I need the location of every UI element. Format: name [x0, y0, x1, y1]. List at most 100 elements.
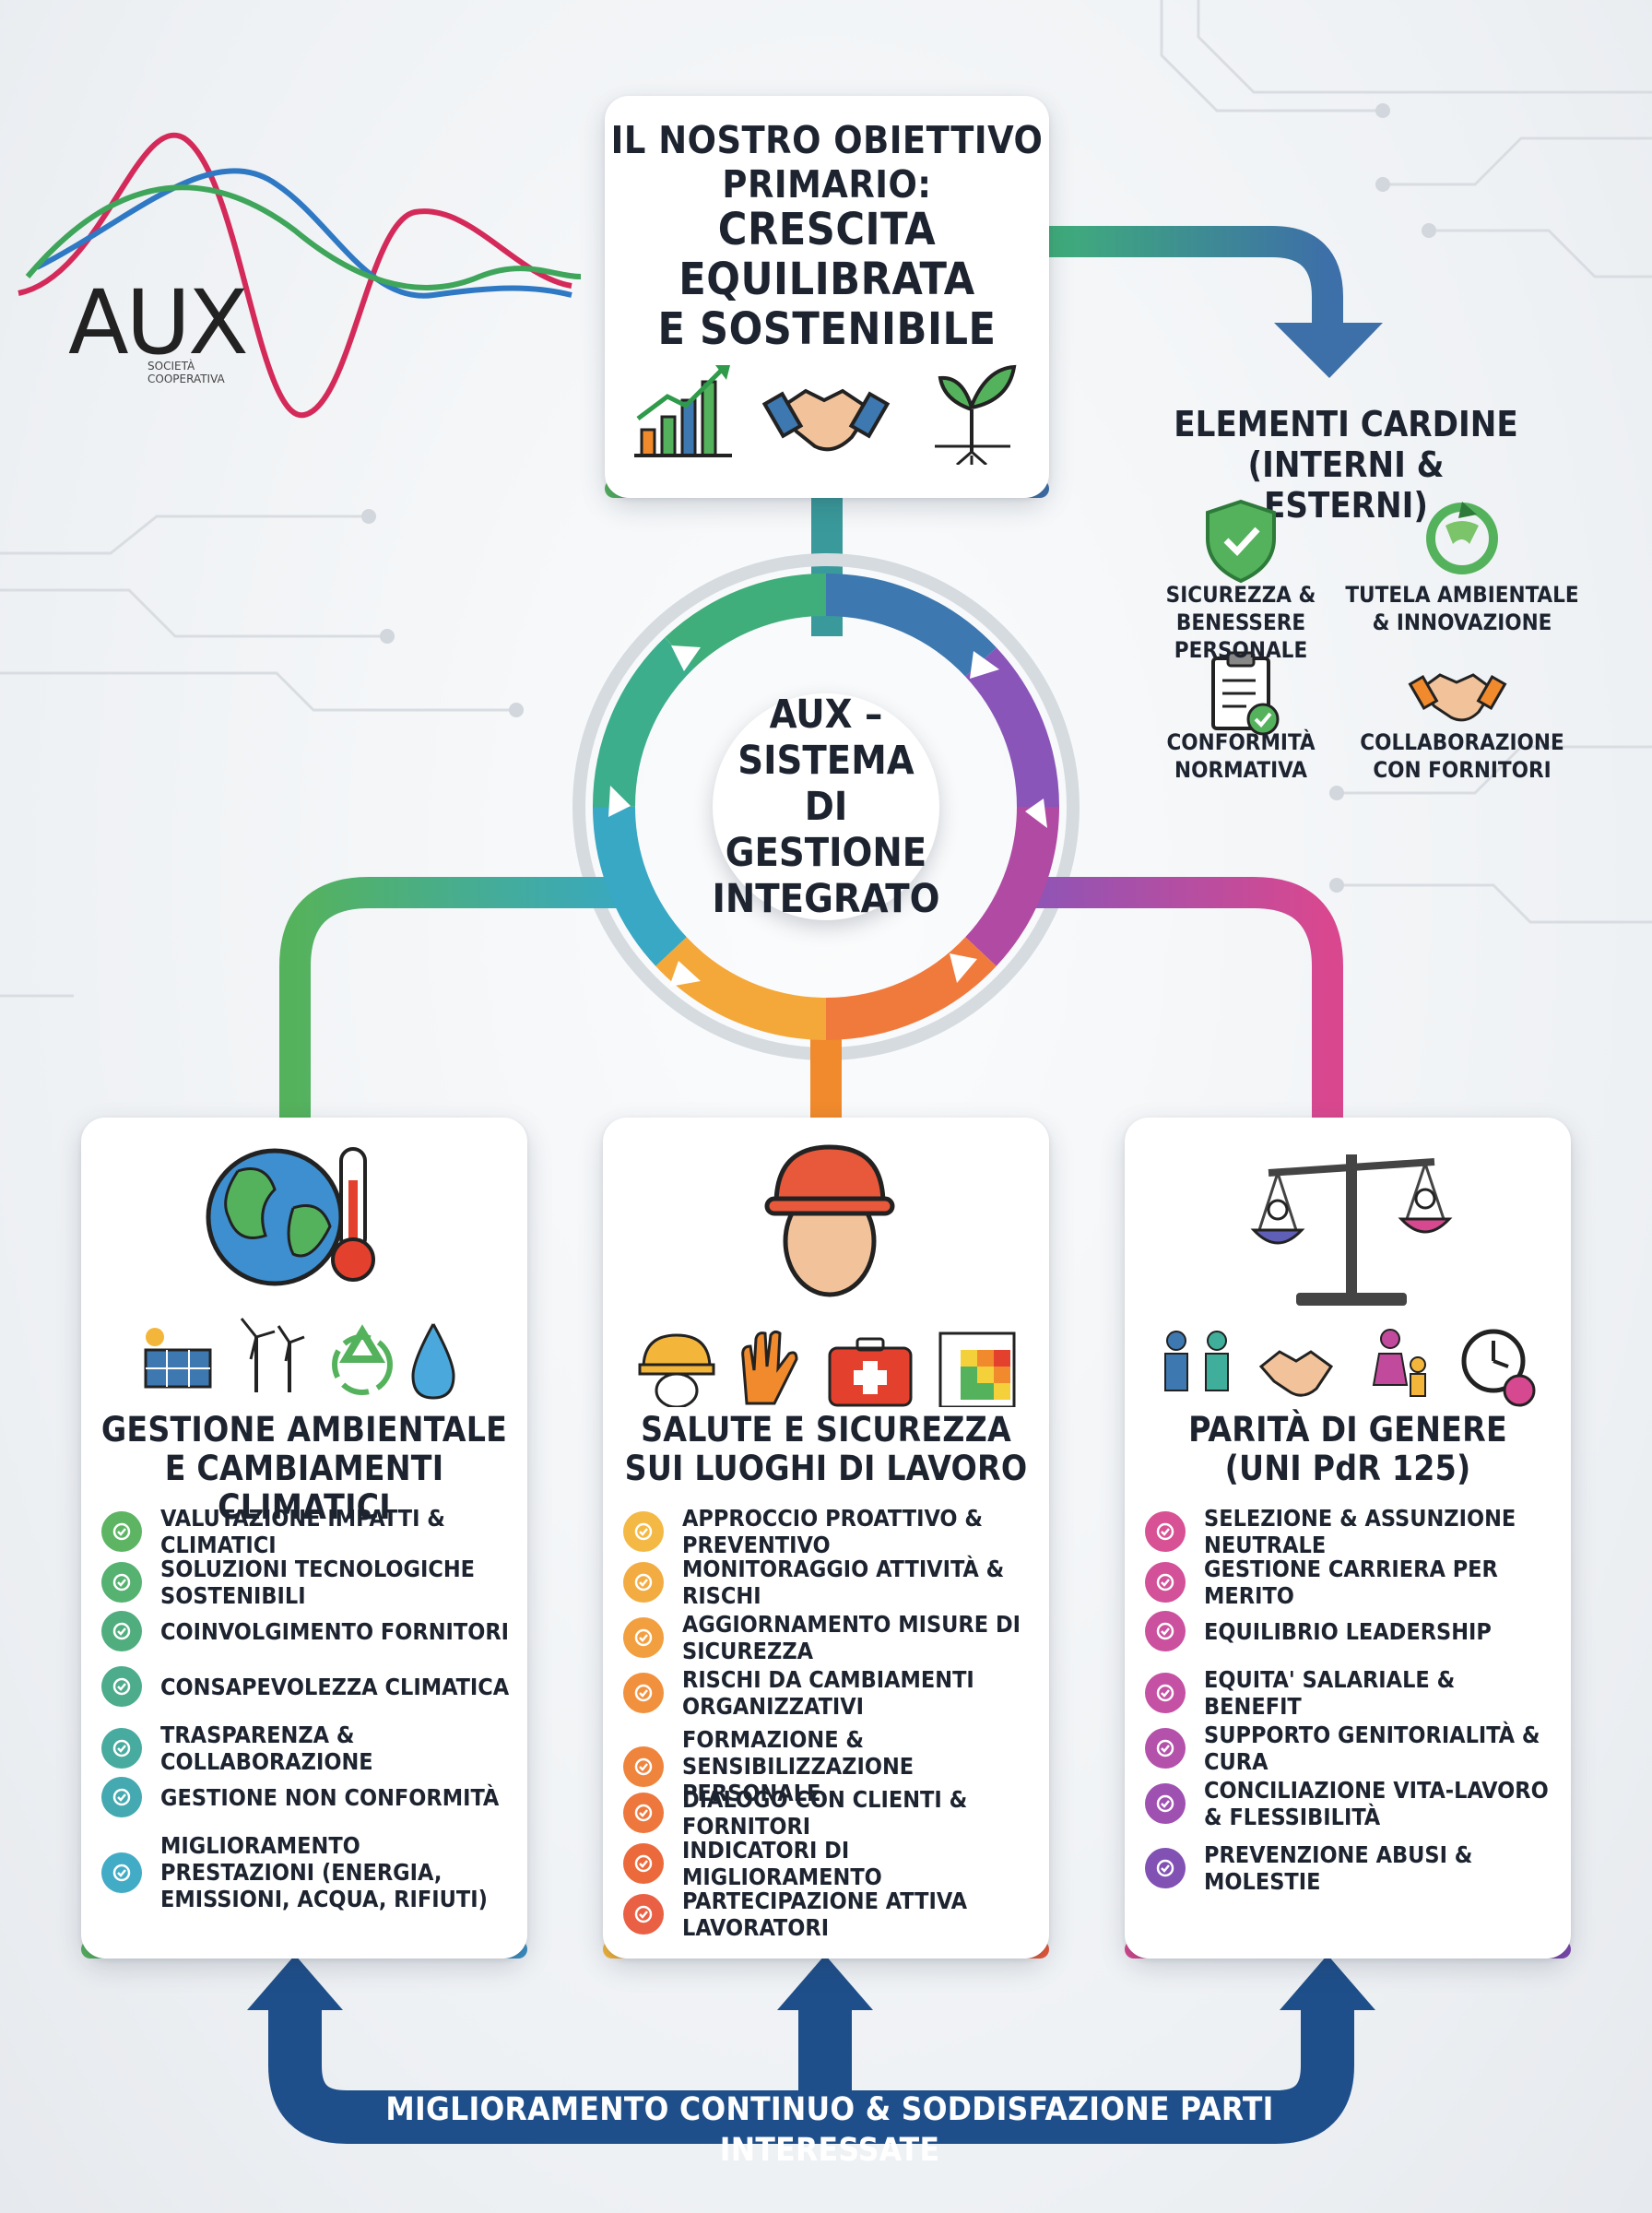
gloves-icon: [741, 1330, 798, 1405]
list-item: FORMAZIONE & SENSIBILIZZAZIONE PERSONALE: [623, 1726, 1036, 1806]
handshake-icon: [1258, 1350, 1334, 1397]
first-aid-kit-icon: [828, 1337, 913, 1407]
bullet-icon: [623, 1793, 664, 1833]
list-item: SUPPORTO GENITORIALITÀ & CURA: [1145, 1722, 1558, 1775]
continuous-improvement-label: MIGLIORAMENTO CONTINUO & SODDISFAZIONE P…: [385, 2091, 1274, 2169]
gender-parity-title: PARITÀ DI GENERE(UNI PdR 125): [1188, 1410, 1507, 1488]
list-item: MONITORAGGIO ATTIVITÀ & RISCHI: [623, 1556, 1036, 1609]
bullet-icon: [623, 1562, 664, 1603]
list-item: VALUTAZIONE IMPATTI & CLIMATICI: [101, 1505, 514, 1558]
list-item-label: EQUITA' SALARIALE & BENEFIT: [1204, 1666, 1456, 1720]
list-item-label: AGGIORNAMENTO MISURE DI SICUREZZA: [682, 1611, 1021, 1664]
bullet-icon: [623, 1673, 664, 1713]
list-item-label: GESTIONE CARRIERA PER MERITO: [1204, 1556, 1498, 1609]
bullet-icon: [101, 1666, 142, 1707]
list-item-label: RISCHI DA CAMBIAMENTI ORGANIZZATIVI: [682, 1666, 974, 1720]
handshake-icon: [761, 388, 891, 452]
list-item-label: MONITORAGGIO ATTIVITÀ & RISCHI: [682, 1556, 1005, 1609]
bullet-icon: [623, 1746, 664, 1787]
recycle-leaf-icon: [1426, 502, 1498, 574]
list-item: CONCILIAZIONE VITA-LAVORO & FLESSIBILITÀ: [1145, 1777, 1558, 1830]
parent-child-icon: [1372, 1329, 1426, 1397]
bullet-icon: [1145, 1611, 1186, 1651]
list-item-label: TRASPARENZA & COLLABORAZIONE: [160, 1722, 373, 1775]
worker-helmet-icon: [764, 1144, 895, 1297]
bullet-icon: [1145, 1783, 1186, 1824]
bullet-icon: [623, 1617, 664, 1658]
list-item-label: INDICATORI DI MIGLIORAMENTO: [682, 1837, 882, 1890]
list-item-label: PREVENZIONE ABUSI & MOLESTIE: [1204, 1841, 1473, 1895]
list-item-label: SUPPORTO GENITORIALITÀ & CURA: [1204, 1722, 1540, 1775]
objective-icons: [634, 364, 1017, 465]
growth-chart-icon: [634, 365, 732, 457]
aux-logo-wave: [18, 132, 582, 419]
bullet-icon: [101, 1852, 142, 1893]
list-item: GESTIONE NON CONFORMITÀ: [101, 1777, 514, 1817]
list-item-label: FORMAZIONE & SENSIBILIZZAZIONE PERSONALE: [682, 1726, 914, 1806]
list-item: PREVENZIONE ABUSI & MOLESTIE: [1145, 1841, 1558, 1895]
solar-panel-icon: [144, 1328, 212, 1389]
list-item-label: VALUTAZIONE IMPATTI & CLIMATICI: [160, 1505, 445, 1558]
list-item: EQUITA' SALARIALE & BENEFIT: [1145, 1666, 1558, 1720]
clipboard-check-icon: [1211, 651, 1280, 736]
list-item: GESTIONE CARRIERA PER MERITO: [1145, 1556, 1558, 1609]
globe-thermometer-icon: [206, 1147, 375, 1286]
environment-icons: [144, 1147, 455, 1400]
safety-icons: [638, 1144, 1016, 1407]
list-item-label: SOLUZIONI TECNOLOGICHE SOSTENIBILI: [160, 1556, 476, 1609]
gender-parity-card: PARITÀ DI GENERE(UNI PdR 125) SELEZIONE …: [1125, 1118, 1571, 1959]
list-item: APPROCCIO PROATTIVO & PREVENTIVO: [623, 1505, 1036, 1558]
list-item: DIALOGO CON CLIENTI & FORNITORI: [623, 1786, 1036, 1840]
balance-scale-icon: [1250, 1154, 1453, 1306]
water-drop-icon: [411, 1323, 455, 1400]
clock-icon: [1461, 1329, 1536, 1407]
bullet-icon: [101, 1511, 142, 1552]
list-item: EQUILIBRIO LEADERSHIP: [1145, 1611, 1558, 1651]
list-item: RISCHI DA CAMBIAMENTI ORGANIZZATIVI: [623, 1666, 1036, 1720]
handshake-icon: [1408, 673, 1507, 722]
list-item: TRASPARENZA & COLLABORAZIONE: [101, 1722, 514, 1775]
list-item: SELEZIONE & ASSUNZIONE NEUTRALE: [1145, 1505, 1558, 1558]
list-item-label: MIGLIORAMENTO PRESTAZIONI (ENERGIA, EMIS…: [160, 1832, 488, 1912]
list-item: INDICATORI DI MIGLIORAMENTO: [623, 1837, 1036, 1890]
recycle-icon: [332, 1324, 393, 1395]
bullet-icon: [101, 1728, 142, 1769]
bullet-icon: [623, 1894, 664, 1935]
wind-turbine-icon: [240, 1318, 305, 1392]
bullet-icon: [1145, 1673, 1186, 1713]
bullet-icon: [1145, 1511, 1186, 1552]
cardine-item-tutela: TUTELA AMBIENTALE& INNOVAZIONE: [1345, 582, 1579, 635]
sprout-icon: [935, 364, 1017, 465]
list-item-label: EQUILIBRIO LEADERSHIP: [1204, 1617, 1492, 1645]
list-item: AGGIORNAMENTO MISURE DI SICUREZZA: [623, 1611, 1036, 1664]
list-item-label: COINVOLGIMENTO FORNITORI: [160, 1617, 510, 1645]
list-item: PARTECIPAZIONE ATTIVA LAVORATORI: [623, 1888, 1036, 1941]
hard-hat-icon: [638, 1333, 715, 1407]
aux-logo: AUX: [68, 271, 249, 374]
cardine-item-sicurezza: SICUREZZA &BENESSERE PERSONALE: [1165, 582, 1316, 663]
list-item: MIGLIORAMENTO PRESTAZIONI (ENERGIA, EMIS…: [101, 1832, 514, 1912]
list-item-label: PARTECIPAZIONE ATTIVA LAVORATORI: [682, 1888, 967, 1941]
list-item: CONSAPEVOLEZZA CLIMATICA: [101, 1666, 514, 1707]
bullet-icon: [623, 1511, 664, 1552]
cardine-title: ELEMENTI CARDINE(INTERNI & ESTERNI): [1174, 404, 1518, 526]
bullet-icon: [1145, 1848, 1186, 1888]
list-item-label: APPROCCIO PROATTIVO & PREVENTIVO: [682, 1505, 983, 1558]
bullet-icon: [101, 1777, 142, 1817]
gender-parity-icons: [1164, 1154, 1536, 1407]
cardine-icons: [1206, 499, 1507, 736]
bullet-icon: [623, 1843, 664, 1884]
list-item-label: SELEZIONE & ASSUNZIONE NEUTRALE: [1204, 1505, 1516, 1558]
list-item: COINVOLGIMENTO FORNITORI: [101, 1611, 514, 1651]
bullet-icon: [1145, 1728, 1186, 1769]
